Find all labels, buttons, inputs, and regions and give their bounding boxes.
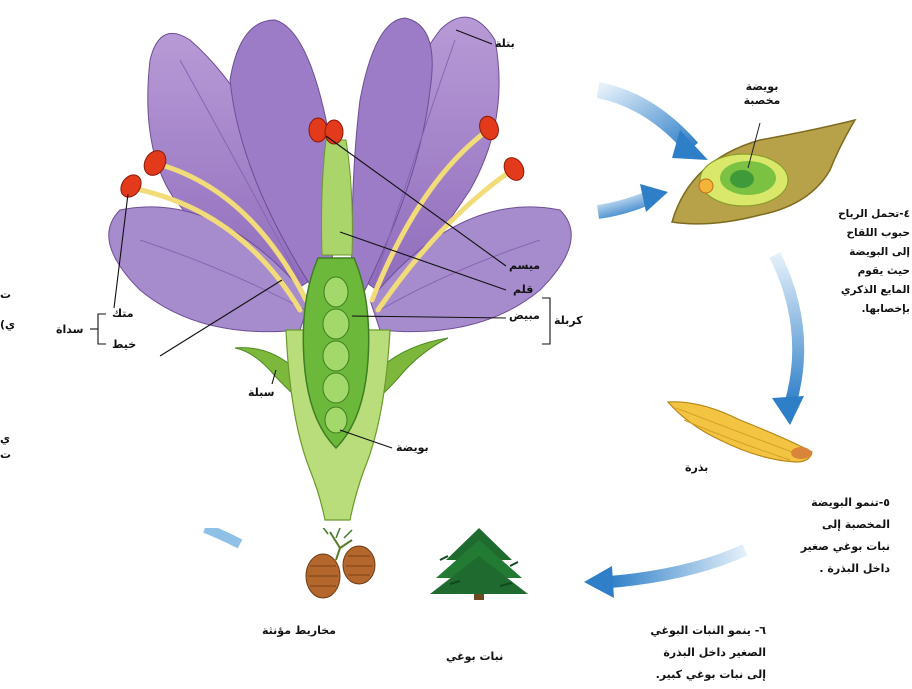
- label-fertilized-ovule-line2: مخصبة: [730, 94, 794, 108]
- label-seed: بذرة: [685, 461, 708, 474]
- label-petal: بتلة: [495, 37, 515, 50]
- label-sporophyte: نبات بوغي: [446, 650, 503, 663]
- step-4-line: ٤-تحمل الرياح: [790, 205, 910, 224]
- step-4-line: بإخصابها.: [790, 300, 910, 319]
- label-carpel: كربلة: [554, 314, 583, 327]
- arrow-fragment-left: [205, 528, 240, 544]
- edge-fragment: ت: [0, 448, 11, 461]
- step-5-line: داخل البذرة .: [740, 558, 890, 580]
- pine-tree-illustration: [430, 528, 528, 600]
- label-filament: خيط: [112, 338, 136, 351]
- label-style: قلم: [513, 283, 533, 296]
- label-anther: متك: [112, 307, 134, 320]
- step-4-line: حبوب اللقاح: [790, 224, 910, 243]
- arrow-to-tree: [584, 550, 745, 598]
- label-sepal: سبلة: [248, 386, 274, 399]
- label-fertilized-ovule: بويضة مخصبة: [730, 80, 794, 108]
- step-6-line: إلى نبات بوغي كبير.: [578, 664, 766, 686]
- edge-fragment: ت: [0, 288, 11, 301]
- label-ovule: بويضة: [396, 441, 429, 454]
- step-4-line: إلى البويضة: [790, 243, 910, 262]
- pistil-style: [322, 140, 353, 255]
- edge-fragment: ي: [0, 432, 10, 445]
- step-4-line: المايع الذكري: [790, 281, 910, 300]
- step-5-line: نبات بوغي صغير: [740, 536, 890, 558]
- arrow-to-ovule-bottom: [598, 184, 668, 212]
- step-5-line: المخصبة إلى: [740, 514, 890, 536]
- step-5-text: ٥-تنمو البويضة المخصبة إلى نبات بوغي صغي…: [740, 492, 890, 580]
- arrow-to-ovule-top: [598, 90, 708, 160]
- step-4-text: ٤-تحمل الرياح حبوب اللقاح إلى البويضة حي…: [790, 205, 910, 319]
- label-ovary: مبيض: [509, 309, 540, 322]
- step-6-line: الصغير داخل البذرة: [578, 642, 766, 664]
- step-6-line: ٦- ينمو النبات البوغي: [578, 620, 766, 642]
- label-stamen: سداة: [56, 323, 83, 336]
- edge-fragment: ي): [0, 318, 15, 331]
- step-6-text: ٦- ينمو النبات البوغي الصغير داخل البذرة…: [578, 620, 766, 686]
- label-fertilized-ovule-line1: بويضة: [730, 80, 794, 94]
- label-stigma: ميسم: [509, 259, 540, 272]
- label-cones: مخاريط مؤنثة: [262, 624, 336, 637]
- step-4-line: حيث يقوم: [790, 262, 910, 281]
- step-5-line: ٥-تنمو البويضة: [740, 492, 890, 514]
- cones-illustration: [306, 526, 375, 598]
